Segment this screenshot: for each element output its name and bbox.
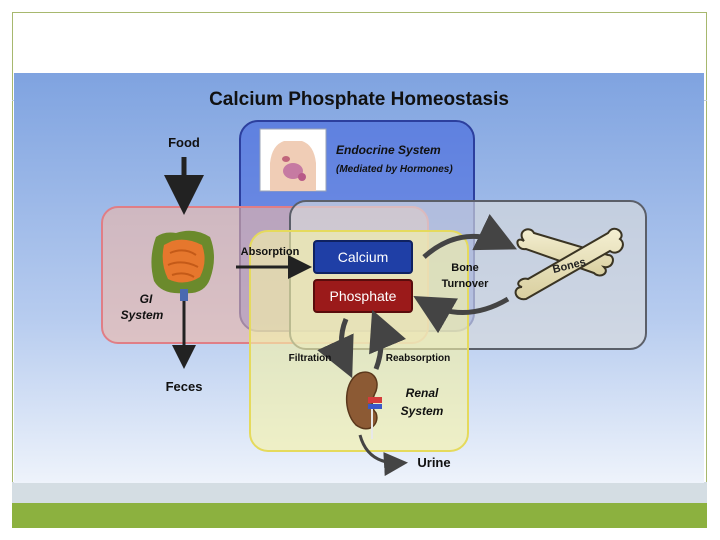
diagram-svg: Calcium Phosphate Homeostasis Endocrine …	[14, 73, 704, 483]
absorption-label: Absorption	[241, 246, 300, 258]
gi-label-2: System	[121, 308, 164, 322]
reabsorption-arrow	[369, 309, 406, 370]
bone-turnover-arrow-out	[422, 214, 518, 259]
endocrine-subtitle: (Mediated by Hormones)	[336, 164, 453, 175]
bone-turnover-label-2: Turnover	[442, 278, 490, 290]
urine-label: Urine	[417, 455, 450, 470]
calcium-box	[313, 240, 413, 274]
urine-arrow	[358, 434, 408, 477]
footer-bar	[12, 503, 707, 528]
feces-label: Feces	[166, 379, 203, 394]
homeostasis-figure: Calcium Phosphate Homeostasis Endocrine …	[14, 73, 704, 483]
phosphate-box	[313, 279, 413, 313]
filtration-arrow	[317, 318, 354, 379]
torso-image	[259, 128, 327, 192]
kidney-image	[345, 371, 382, 439]
food-label: Food	[168, 135, 200, 150]
diagram-title: Calcium Phosphate Homeostasis	[209, 89, 509, 110]
endocrine-title: Endocrine System	[336, 143, 441, 157]
renal-box	[249, 230, 469, 452]
gi-label-1: GI	[140, 292, 153, 306]
phosphate-label: Phosphate	[330, 288, 397, 304]
bone-turnover-arrow-in	[413, 296, 510, 334]
footer-stripe	[12, 482, 707, 503]
filtration-label: Filtration	[289, 353, 332, 364]
renal-label-1: Renal	[406, 386, 439, 400]
bone-turnover-label-1: Bone	[451, 262, 479, 274]
calcium-label: Calcium	[338, 249, 389, 265]
intestine-image	[151, 230, 214, 301]
reabsorption-label: Reabsorption	[386, 353, 450, 364]
bones-image	[514, 227, 624, 301]
renal-label-2: System	[401, 404, 444, 418]
